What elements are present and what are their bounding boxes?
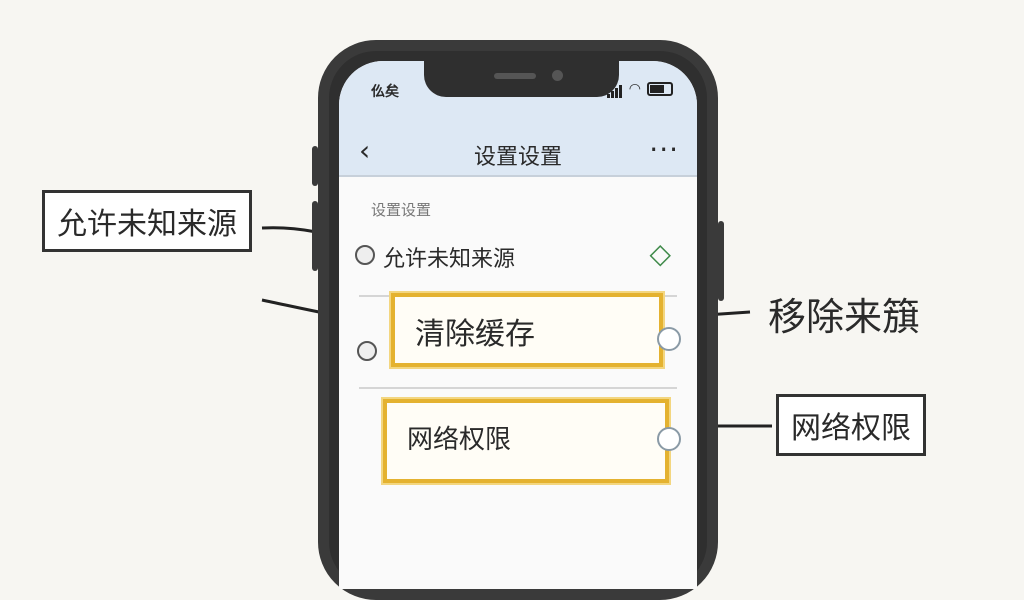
divider xyxy=(359,387,677,389)
phone-power-button xyxy=(718,221,724,301)
list-item-network[interactable]: 网络权限 xyxy=(383,399,669,483)
list-item-label: 清除缓存 xyxy=(415,317,535,352)
check-icon[interactable]: ◇ xyxy=(649,237,671,270)
radio-icon[interactable] xyxy=(357,341,377,361)
radio-icon[interactable] xyxy=(657,427,681,451)
camera-icon xyxy=(552,70,563,81)
radio-icon[interactable] xyxy=(657,327,681,351)
status-time: 仫矣 xyxy=(371,84,399,100)
phone-side-button xyxy=(312,146,318,186)
list-item-allow-unknown[interactable]: 允许未知来源 ◇ xyxy=(339,237,697,292)
radio-icon[interactable] xyxy=(355,245,375,265)
wifi-icon: ◠ xyxy=(628,80,641,97)
battery-icon xyxy=(647,81,673,96)
notch xyxy=(424,61,619,97)
page-title: 设置设置 xyxy=(473,145,562,170)
callout-allow-unknown: 允许未知来源 xyxy=(42,190,252,252)
speaker-grille xyxy=(494,73,536,79)
top-bar: 仫矣 ◠ ‹ 设置设置 ··· xyxy=(339,61,697,177)
back-icon[interactable]: ‹ xyxy=(359,134,371,167)
signal-icon xyxy=(606,79,623,98)
phone-screen: 仫矣 ◠ ‹ 设置设置 ··· 设置设置 允许未知来源 ◇ 清除缓存 xyxy=(339,61,697,589)
phone-frame: 仫矣 ◠ ‹ 设置设置 ··· 设置设置 允许未知来源 ◇ 清除缓存 xyxy=(312,40,724,600)
list-item-label: 网络权限 xyxy=(407,425,512,455)
phone-volume-button xyxy=(312,201,318,271)
callout-remove-source: 移除来簱 xyxy=(768,295,921,339)
list-item-clear-cache[interactable]: 清除缓存 xyxy=(391,293,663,367)
callout-network: 网络权限 xyxy=(776,394,926,456)
more-icon[interactable]: ··· xyxy=(649,133,679,166)
list-item-label: 允许未知来源 xyxy=(383,247,516,272)
status-icons: ◠ xyxy=(606,79,673,98)
section-label: 设置设置 xyxy=(371,201,432,219)
